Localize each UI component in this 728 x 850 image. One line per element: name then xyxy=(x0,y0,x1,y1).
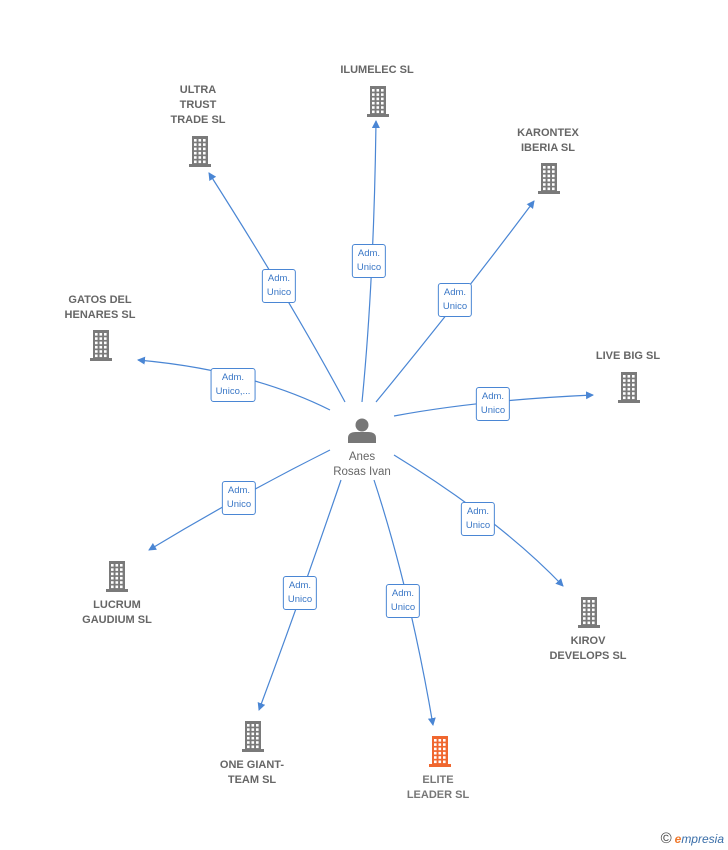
building-icon[interactable] xyxy=(106,561,128,592)
building-icon[interactable] xyxy=(367,86,389,117)
role-badge-lucrum[interactable]: Adm. Unico xyxy=(221,481,257,515)
copyright-icon: © xyxy=(660,830,672,847)
role-badge-elite[interactable]: Adm. Unico xyxy=(385,584,421,618)
person-icon[interactable] xyxy=(348,418,376,444)
building-icon[interactable] xyxy=(578,597,600,628)
brand-initial: e xyxy=(674,832,682,846)
brand-name: mpresia xyxy=(681,832,724,846)
building-icon[interactable] xyxy=(90,330,112,361)
role-badge-onegiant[interactable]: Adm. Unico xyxy=(282,576,318,610)
company-label-livebig[interactable]: LIVE BIG SL xyxy=(595,350,661,362)
role-badge-livebig[interactable]: Adm. Unico xyxy=(475,387,511,421)
company-label-karontex[interactable]: KARONTEX IBERIA SL xyxy=(517,127,579,154)
company-label-kirov[interactable]: KIROV DEVELOPS SL xyxy=(549,635,627,662)
building-icon[interactable] xyxy=(618,372,640,403)
person-name[interactable]: Anes Rosas Ivan xyxy=(333,451,391,478)
building-icon[interactable] xyxy=(429,736,451,767)
role-badge-ultra[interactable]: Adm. Unico xyxy=(261,269,297,303)
company-label-ultra[interactable]: ULTRA TRUST TRADE SL xyxy=(170,84,226,126)
role-badge-karontex[interactable]: Adm. Unico xyxy=(437,283,473,317)
company-label-ilumelec[interactable]: ILUMELEC SL xyxy=(340,64,414,76)
company-label-elite[interactable]: ELITE LEADER SL xyxy=(406,774,470,801)
building-icon[interactable] xyxy=(242,721,264,752)
company-label-onegiant[interactable]: ONE GIANT- TEAM SL xyxy=(219,759,285,786)
role-badge-gatos[interactable]: Adm. Unico,... xyxy=(210,368,256,402)
brand-watermark: ©empresia xyxy=(661,830,724,847)
company-label-lucrum[interactable]: LUCRUM GAUDIUM SL xyxy=(82,599,152,626)
company-label-gatos[interactable]: GATOS DEL HENARES SL xyxy=(64,294,136,321)
role-badge-kirov[interactable]: Adm. Unico xyxy=(460,502,496,536)
building-icon[interactable] xyxy=(538,163,560,194)
building-icon[interactable] xyxy=(189,136,211,167)
role-badge-ilumelec[interactable]: Adm. Unico xyxy=(351,244,387,278)
